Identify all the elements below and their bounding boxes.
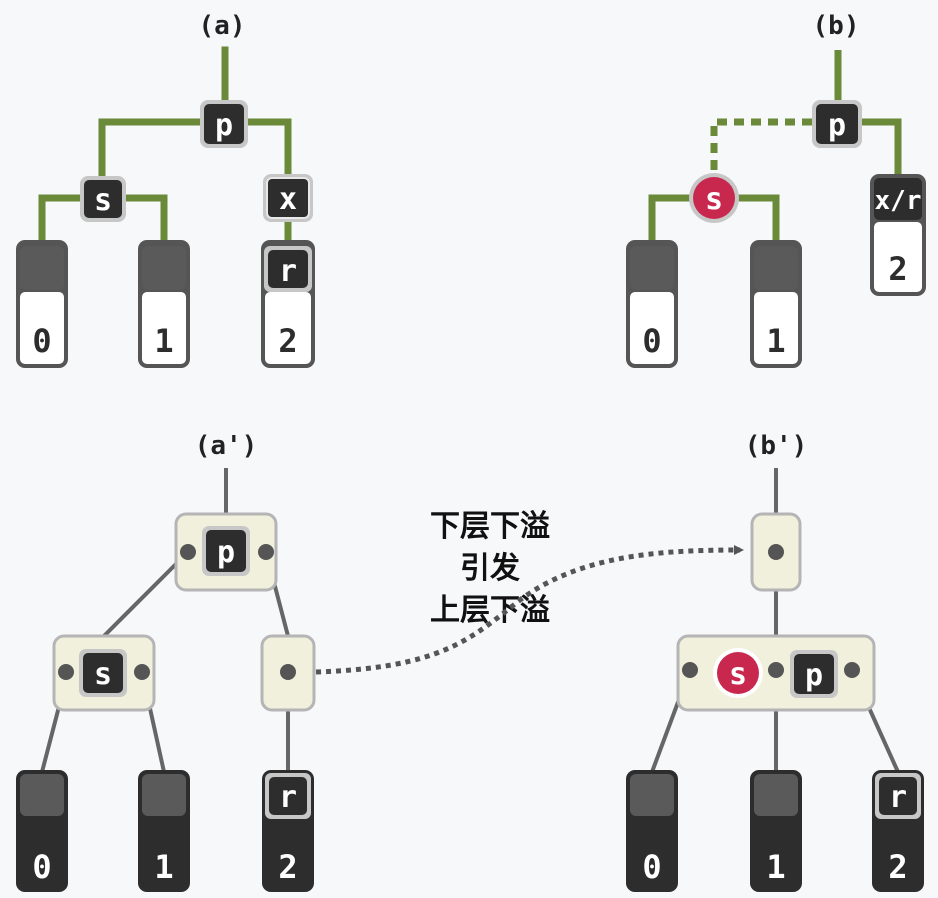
panel-b: (b) p s 0 1 [626, 11, 926, 368]
annotation: 下层下溢 引发 上层下溢 [430, 509, 550, 628]
annotation-line-2: 引发 [460, 551, 520, 586]
node-ap-empty-container [260, 634, 316, 712]
subtree-ap-2: r 2 [262, 770, 314, 892]
node-b-s-red: s [689, 173, 739, 223]
node-a-p-key: p [215, 108, 233, 143]
edge-b-s-1 [736, 194, 780, 244]
node-ap-p-container: p [174, 512, 278, 592]
panel-a: (a) p s x [16, 11, 315, 368]
node-a-x-key: x [279, 182, 297, 217]
node-bp-p-key: p [805, 658, 823, 693]
panel-b-title: (b) [813, 11, 860, 41]
subtree-bp-1-label: 1 [766, 848, 785, 886]
node-a-r-key: r [279, 254, 297, 289]
subtree-bp-2-label: 2 [888, 848, 907, 886]
annotation-line-1: 下层下溢 [430, 509, 550, 544]
subtree-a-0-label: 0 [32, 322, 51, 360]
node-ap-p-key: p [217, 535, 235, 570]
transition-arrow [315, 545, 744, 675]
edge-a-s-1 [120, 194, 168, 248]
subtree-a-1: 1 [138, 240, 190, 368]
panel-a-edges [38, 46, 292, 250]
node-bp-r-key: r [889, 780, 907, 815]
node-bp-empty-root [750, 512, 802, 592]
panel-a-prime-title: (a') [195, 431, 258, 461]
subtree-b-0: 0 [626, 240, 678, 368]
node-bp-merged: s p [676, 634, 876, 712]
node-b-xr-key: x/r [875, 186, 922, 216]
edge-b-s-0 [648, 194, 692, 244]
subtree-b-1: 1 [750, 240, 802, 368]
node-a-s: s [80, 176, 126, 222]
panel-a-title: (a) [199, 11, 246, 41]
node-bp-s-key: s [729, 657, 747, 692]
subtree-a-0: 0 [16, 240, 68, 368]
subtree-ap-0: 0 [16, 770, 68, 892]
node-ap-r-key: r [279, 780, 297, 815]
subtree-bp-0-label: 0 [642, 848, 661, 886]
edge-a-p-s [98, 118, 204, 180]
edge-a-s-0 [38, 194, 84, 248]
subtree-b-2-label: 2 [888, 250, 907, 288]
edge-ap-p-s [100, 550, 190, 640]
node-b-p-key: p [828, 108, 846, 143]
subtree-a-1-label: 1 [154, 322, 173, 360]
subtree-ap-0-label: 0 [32, 848, 51, 886]
panel-b-prime-title: (b') [745, 431, 808, 461]
edge-b-p-xr [862, 118, 902, 176]
node-ap-s-container: s [52, 634, 156, 712]
subtree-bp-0: 0 [626, 770, 678, 892]
subtree-b-0-label: 0 [642, 322, 661, 360]
node-a-x: x [263, 174, 313, 222]
node-ap-s-key: s [94, 657, 112, 692]
subtree-ap-1: 1 [138, 770, 190, 892]
edge-a-p-x [244, 118, 292, 180]
panel-a-prime: (a') p s [16, 431, 316, 892]
subtree-a-2-label: 2 [278, 322, 297, 360]
node-a-s-key: s [94, 183, 112, 218]
subtree-bp-1: 1 [750, 770, 802, 892]
subtree-b-1-label: 1 [766, 322, 785, 360]
subtree-ap-2-label: 2 [278, 848, 297, 886]
node-b-s-key: s [705, 182, 723, 217]
subtree-a-2: r 2 [261, 240, 315, 368]
subtree-b-2-merged: x/r 2 [870, 174, 926, 296]
edge-b-p-s-dashed [710, 118, 812, 176]
subtree-bp-2: r 2 [872, 770, 924, 892]
panel-b-prime: (b') s p 0 [626, 431, 924, 892]
panel-b-edges [648, 50, 902, 244]
node-b-p: p [812, 100, 862, 148]
node-a-p: p [200, 100, 248, 148]
subtree-ap-1-label: 1 [154, 848, 173, 886]
